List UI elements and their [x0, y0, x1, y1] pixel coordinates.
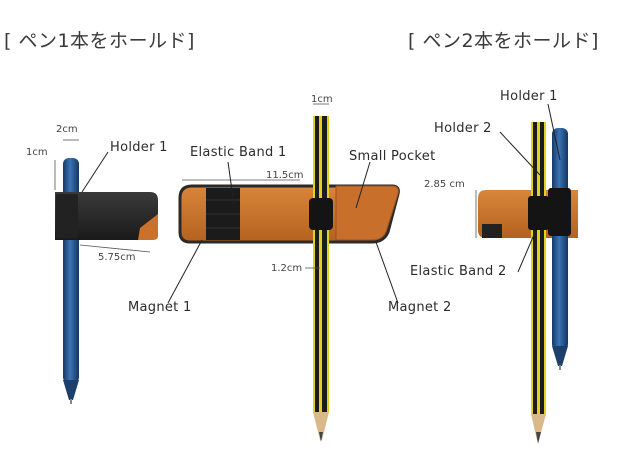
label-holder-1-right: Holder 1 — [500, 89, 558, 104]
label-holder-2: Holder 2 — [434, 121, 492, 136]
dimension-2cm: 2cm — [56, 124, 78, 135]
holder-1-wrap — [55, 192, 158, 240]
label-elastic-band-2: Elastic Band 2 — [410, 264, 507, 279]
blue-pen-tip — [63, 380, 79, 400]
label-small-pocket: Small Pocket — [349, 149, 436, 164]
dimension-1cm-side: 1cm — [26, 147, 48, 158]
dimension-2-85cm: 2.85 cm — [424, 179, 465, 190]
two-pens-assembly — [475, 103, 578, 444]
label-holder-1-left: Holder 1 — [110, 140, 168, 155]
small-pocket — [335, 185, 399, 241]
label-magnet-1: Magnet 1 — [128, 300, 192, 315]
dimension-1-2cm: 1.2cm — [271, 263, 303, 274]
blue-pen-body — [63, 158, 79, 383]
dimension-11-5cm: 11.5cm — [266, 170, 304, 181]
pencil-assembly — [167, 103, 400, 442]
label-elastic-band-1: Elastic Band 1 — [190, 145, 287, 160]
dimension-1cm-top: 1cm — [311, 94, 333, 105]
second-blue-pen-body — [552, 128, 568, 350]
heading-hold-one-pen: [ ペン1本をホールド] — [4, 30, 195, 52]
dimension-5-75cm: 5.75cm — [98, 252, 136, 263]
pencil-tip — [313, 412, 329, 440]
label-magnet-2: Magnet 2 — [388, 300, 452, 315]
heading-hold-two-pens: [ ペン2本をホールド] — [408, 30, 599, 52]
single-pen-assembly — [54, 139, 158, 404]
